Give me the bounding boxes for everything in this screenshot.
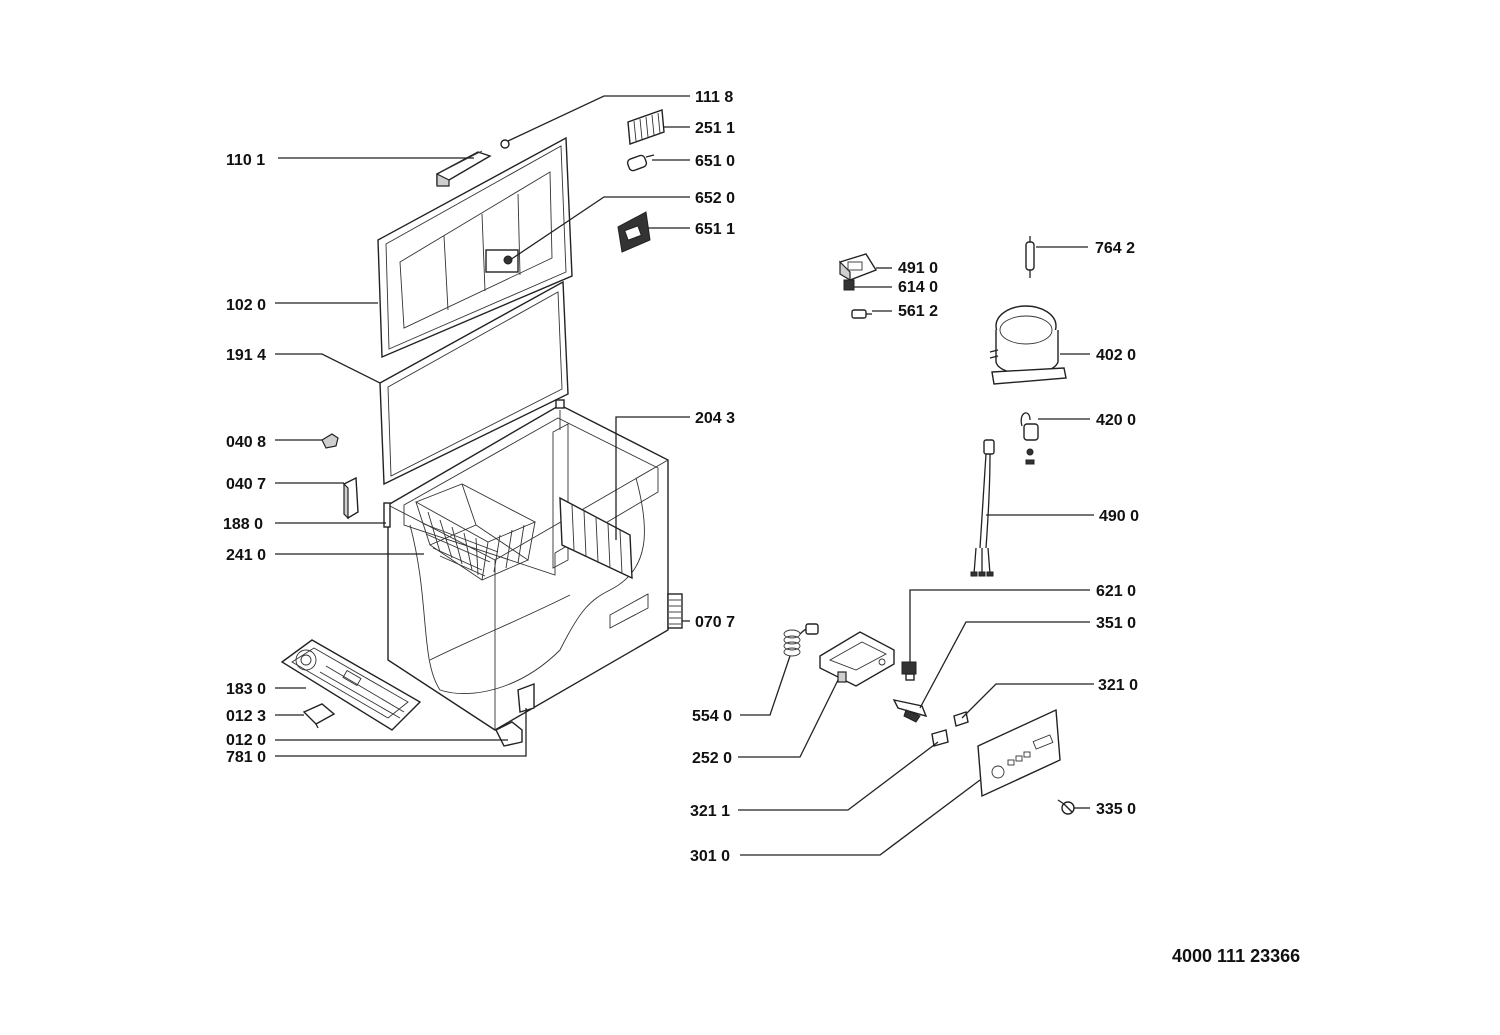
- small-cap-part: [500, 139, 510, 149]
- callout-labels: 111 8 251 1 110 1 651 0 652 0 651 1 102 …: [223, 89, 1139, 865]
- indicator-switch-part: [901, 661, 917, 681]
- thermostat-coil-part: [783, 623, 819, 657]
- callout-321-1: 321 1: [690, 803, 730, 820]
- switch-part: [843, 279, 855, 291]
- callout-188-0: 188 0: [223, 516, 263, 533]
- callout-402-0: 402 0: [1096, 347, 1136, 364]
- hinge-bracket-part: [343, 476, 359, 520]
- callout-102-0: 102 0: [226, 297, 266, 314]
- foot-bracket-part: [302, 703, 336, 729]
- callout-651-0: 651 0: [695, 153, 735, 170]
- screw-part: [1057, 799, 1075, 815]
- start-relay-part: [1020, 412, 1039, 465]
- indicator-lamp-part: [892, 699, 928, 723]
- drier-filter-part: [1025, 236, 1035, 278]
- freezer-cabinet-part: [383, 399, 669, 747]
- power-cable-part: [970, 439, 995, 577]
- callout-111-8: 111 8: [695, 89, 733, 106]
- callout-321-0: 321 0: [1098, 677, 1138, 694]
- callout-490-0: 490 0: [1099, 508, 1139, 525]
- lamp-holder-part: [617, 211, 651, 253]
- hinge-clip-part: [321, 433, 339, 449]
- control-panel-part: [977, 708, 1061, 798]
- callout-614-0: 614 0: [898, 279, 938, 296]
- callout-621-0: 621 0: [1096, 583, 1136, 600]
- callout-070-7: 070 7: [695, 614, 735, 631]
- callout-491-0: 491 0: [898, 260, 938, 277]
- callout-420-0: 420 0: [1096, 412, 1136, 429]
- door-gasket-part: [379, 280, 569, 486]
- callout-110-1: 110 1: [226, 152, 265, 169]
- callout-251-1: 251 1: [695, 120, 735, 137]
- compressor-part: [989, 305, 1067, 385]
- callout-012-0: 012 0: [226, 732, 266, 749]
- side-vent-grille-part: [667, 593, 683, 629]
- wire-basket-part: [414, 483, 537, 581]
- control-box-part: [819, 631, 895, 687]
- callout-561-2: 561 2: [898, 303, 938, 320]
- leader-lines: [275, 95, 1094, 856]
- callout-012-3: 012 3: [226, 708, 266, 725]
- callout-651-1: 651 1: [695, 221, 735, 238]
- lid-part: [377, 136, 573, 359]
- knob-part-b: [931, 729, 949, 747]
- base-plate-part: [280, 639, 422, 731]
- callout-781-0: 781 0: [226, 749, 266, 766]
- callout-241-0: 241 0: [226, 547, 266, 564]
- callout-351-0: 351 0: [1096, 615, 1136, 632]
- document-number: 4000 111 23366: [1172, 946, 1300, 966]
- switch-clip-part: [851, 309, 872, 319]
- lid-handle-part: [436, 150, 492, 187]
- callout-040-8: 040 8: [226, 434, 266, 451]
- callout-252-0: 252 0: [692, 750, 732, 767]
- callout-040-7: 040 7: [226, 476, 266, 493]
- callout-764-2: 764 2: [1095, 240, 1135, 257]
- callout-301-0: 301 0: [690, 848, 730, 865]
- callout-652-0: 652 0: [695, 190, 735, 207]
- lid-grille-part: [627, 109, 665, 145]
- callout-191-4: 191 4: [226, 347, 266, 364]
- callout-204-3: 204 3: [695, 410, 735, 427]
- callout-335-0: 335 0: [1096, 801, 1136, 818]
- lamp-part: [626, 154, 655, 172]
- switch-housing-part: [838, 253, 878, 282]
- callout-554-0: 554 0: [692, 708, 732, 725]
- divider-plate-part: [559, 496, 633, 580]
- callout-183-0: 183 0: [226, 681, 266, 698]
